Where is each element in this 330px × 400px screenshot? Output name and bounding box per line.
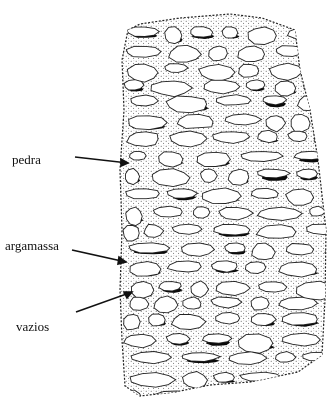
stone-shape-73 — [225, 243, 246, 253]
stone-shape-10 — [276, 46, 306, 57]
stone-shape-89 — [130, 297, 149, 310]
stone-shape-68 — [214, 224, 250, 235]
stone-shape-104 — [203, 334, 232, 343]
stone-shape-23 — [303, 80, 330, 95]
stone-shape-116 — [294, 372, 330, 383]
stone-shape-65 — [123, 226, 139, 242]
label-vazios: vazios — [16, 319, 49, 334]
stone-shape-3 — [222, 27, 238, 38]
stone-shape-83 — [131, 282, 153, 299]
stone-shape-100 — [282, 313, 317, 325]
stone-shape-56 — [251, 188, 278, 198]
stone-shape-21 — [246, 80, 265, 90]
stone-shape-58 — [324, 188, 330, 200]
stone-shape-22 — [275, 81, 296, 96]
stone-shape-6 — [126, 46, 161, 57]
stone-shape-119 — [207, 391, 239, 400]
void-shape — [325, 124, 330, 127]
stone-shape-29 — [129, 116, 168, 130]
stone-shape-111 — [303, 352, 330, 360]
stone-shape-53 — [126, 189, 160, 199]
stone-shape-17 — [308, 64, 330, 80]
stone-shape-122 — [315, 391, 330, 400]
stone-shape-95 — [124, 315, 141, 330]
stone-shape-61 — [194, 207, 210, 218]
stone-shape-2 — [191, 27, 213, 37]
stone-shape-40 — [314, 132, 330, 146]
stone-shape-121 — [290, 391, 305, 400]
stone-shape-75 — [286, 244, 313, 255]
stone-shape-96 — [149, 314, 166, 326]
label-pedra: pedra — [12, 152, 41, 167]
stone-shape-43 — [197, 152, 230, 166]
stone-shape-80 — [245, 262, 265, 274]
stone-shape-34 — [320, 115, 330, 128]
stone-shape-82 — [326, 262, 330, 277]
stone-shape-93 — [251, 297, 269, 310]
stone-shape-77 — [130, 262, 161, 277]
stone-shape-28 — [298, 96, 323, 111]
stone-shape-120 — [247, 391, 280, 400]
stone-shape-11 — [317, 47, 330, 62]
pedra-leader-line — [75, 157, 128, 163]
stone-shape-84 — [159, 282, 181, 291]
stone-shape-71 — [129, 243, 170, 253]
stone-shape-15 — [239, 64, 259, 77]
stone-shape-24 — [131, 95, 159, 106]
stone-shape-87 — [259, 282, 287, 292]
stone-shape-41 — [130, 151, 147, 160]
label-argamassa: argamassa — [5, 238, 59, 253]
stone-shape-18 — [124, 80, 144, 90]
stone-shape-33 — [291, 114, 310, 131]
stone-shape-52 — [323, 170, 330, 180]
